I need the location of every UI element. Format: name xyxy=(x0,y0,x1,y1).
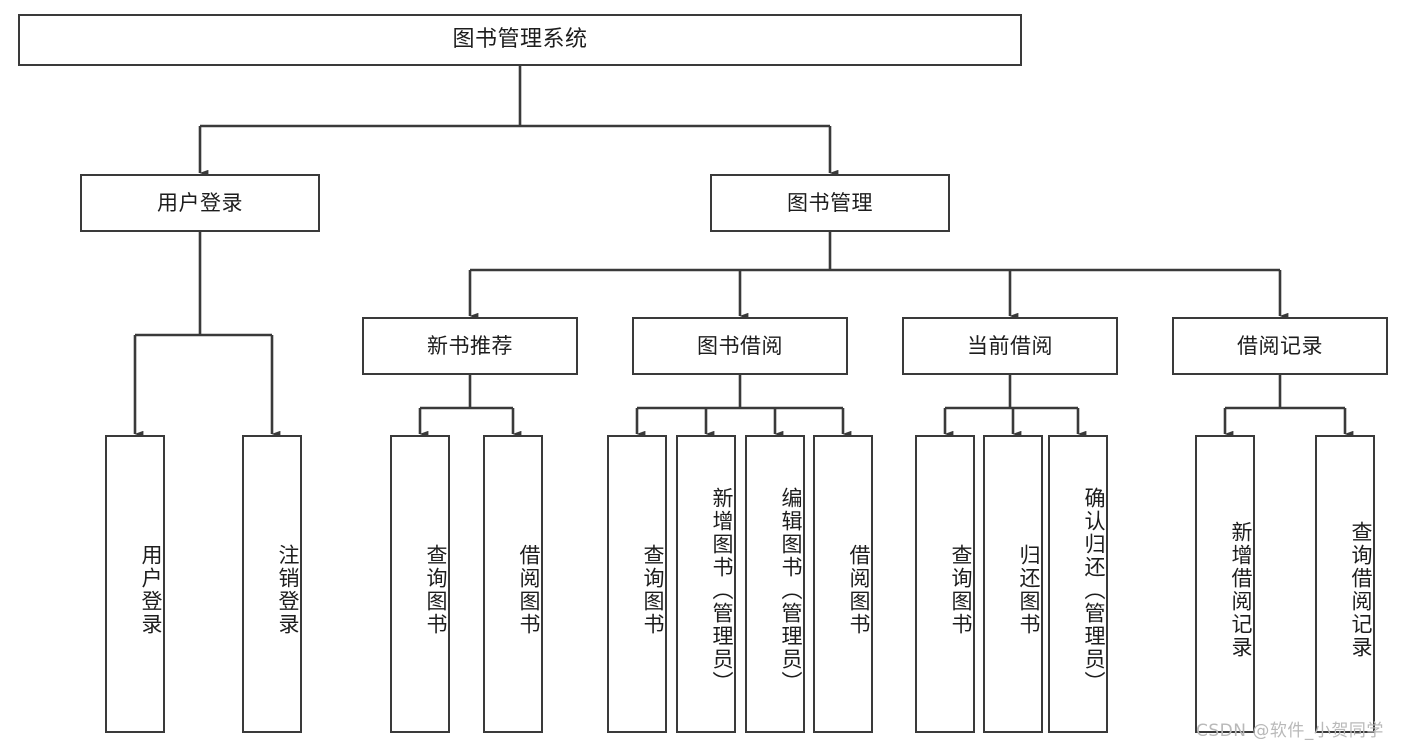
node-label: 新书推荐 xyxy=(427,333,513,358)
node-label: 借阅图书 xyxy=(517,544,541,636)
node-l3-editbook[interactable]: 编辑图书（管理员） xyxy=(745,435,805,733)
node-label: 借阅记录 xyxy=(1237,333,1323,358)
csdn-watermark: CSDN @软件_小贺同学 xyxy=(1196,721,1384,741)
node-label: 归还图书 xyxy=(1017,544,1041,636)
node-l3-userlogin[interactable]: 用户登录 xyxy=(105,435,165,733)
node-l2-newbook[interactable]: 新书推荐 xyxy=(362,317,578,375)
node-l3-borrowbook1[interactable]: 借阅图书 xyxy=(483,435,543,733)
node-l2-record[interactable]: 借阅记录 xyxy=(1172,317,1388,375)
node-label: 用户登录 xyxy=(139,544,163,636)
node-label: 确认归还（管理员） xyxy=(1082,486,1106,694)
node-label: 图书管理 xyxy=(787,190,873,215)
node-root[interactable]: 图书管理系统 xyxy=(18,14,1022,66)
node-l3-querybook3[interactable]: 查询图书 xyxy=(915,435,975,733)
node-label: 编辑图书（管理员） xyxy=(779,486,803,694)
node-l3-querybook2[interactable]: 查询图书 xyxy=(607,435,667,733)
node-l3-returnbook[interactable]: 归还图书 xyxy=(983,435,1043,733)
node-l2-borrow[interactable]: 图书借阅 xyxy=(632,317,848,375)
node-label: 图书借阅 xyxy=(697,333,783,358)
node-l3-querybook1[interactable]: 查询图书 xyxy=(390,435,450,733)
node-label: 新增图书（管理员） xyxy=(710,486,734,694)
node-label: 借阅图书 xyxy=(847,544,871,636)
node-label: 注销登录 xyxy=(276,544,300,636)
node-label: 查询图书 xyxy=(424,544,448,636)
node-label: 查询借阅记录 xyxy=(1349,521,1373,659)
connector-lines xyxy=(133,66,1354,438)
node-l3-addrecord[interactable]: 新增借阅记录 xyxy=(1195,435,1255,733)
node-l1-bookmgmt[interactable]: 图书管理 xyxy=(710,174,950,232)
node-label: 图书管理系统 xyxy=(452,27,588,53)
node-label: 当前借阅 xyxy=(967,333,1053,358)
node-label: 查询图书 xyxy=(641,544,665,636)
node-l3-logout[interactable]: 注销登录 xyxy=(242,435,302,733)
node-l3-confirm[interactable]: 确认归还（管理员） xyxy=(1048,435,1108,733)
node-l3-addbook[interactable]: 新增图书（管理员） xyxy=(676,435,736,733)
node-label: 查询图书 xyxy=(949,544,973,636)
node-l3-borrowbook2[interactable]: 借阅图书 xyxy=(813,435,873,733)
node-label: 用户登录 xyxy=(157,190,243,215)
node-label: 新增借阅记录 xyxy=(1229,521,1253,659)
node-l3-queryrecord[interactable]: 查询借阅记录 xyxy=(1315,435,1375,733)
node-l2-current[interactable]: 当前借阅 xyxy=(902,317,1118,375)
node-l1-login[interactable]: 用户登录 xyxy=(80,174,320,232)
